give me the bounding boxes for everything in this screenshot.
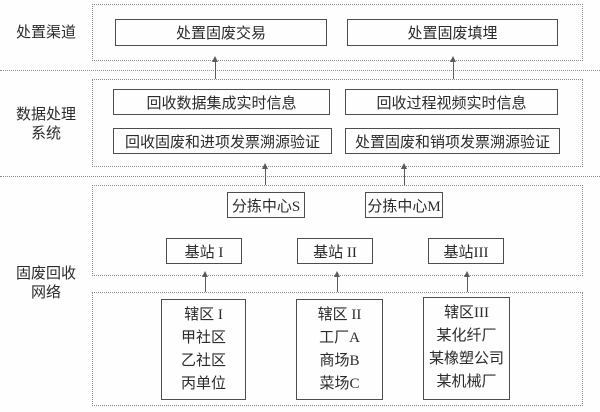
district-item: 某橡塑公司 [428,351,504,367]
district-items: 甲社区 乙社区 丙单位 [162,327,245,396]
node-district-1: 辖区 I 甲社区 乙社区 丙单位 [161,299,246,400]
district-item: 某机械厂 [436,374,497,390]
arrow-head [262,163,268,169]
arrow-shaft [205,275,206,292]
node-district-3: 辖区III 某化纤厂 某橡塑公司 某机械厂 [423,297,510,400]
data-processing-band [92,79,583,167]
district-title: 辖区 II [317,307,362,323]
arrow-shaft [467,275,468,292]
arrow-head [450,56,456,62]
arrow-up-icon [450,56,457,79]
node-base-station-3: 基站III [428,238,504,264]
arrow-shaft [265,167,266,185]
arrow-head [464,271,470,277]
arrow-up-icon [212,56,219,79]
disposal-channel-band [92,4,583,61]
side-label-text: 处置渠道 [15,25,76,41]
arrow-shaft [337,275,338,292]
side-label-recycling-network: 固废回收 网络 [0,265,92,303]
district-item: 某化纤厂 [436,328,497,344]
district-item: 甲社区 [180,330,226,346]
side-label-text-line1: 数据处理 [15,107,76,123]
district-items: 工厂A 商场B 菜场C [297,327,382,396]
node-recycle-invoice-trace: 回收固废和进项发票溯源验证 [113,128,332,154]
district-items: 某化纤厂 某橡塑公司 某机械厂 [424,325,509,394]
arrow-up-icon [262,163,269,185]
district-item: 乙社区 [180,353,226,369]
node-base-station-2: 基站 II [297,238,373,264]
arrow-head [401,163,407,169]
side-label-text-line2: 系统 [30,126,61,142]
side-label-text-line2: 网络 [30,285,61,301]
node-sorting-center-s: 分拣中心S [227,192,305,218]
arrow-up-icon [401,163,408,185]
arrow-up-icon [334,271,341,292]
node-disposal-landfill: 处置固废填埋 [347,19,558,46]
separator-line-1 [0,70,600,71]
district-title: 辖区 I [184,307,223,323]
node-district-2: 辖区 II 工厂A 商场B 菜场C [296,299,383,400]
arrow-up-icon [202,271,209,292]
arrow-shaft [215,60,216,79]
arrow-head [212,56,218,62]
arrow-head [202,271,208,277]
arrow-shaft [404,167,405,185]
district-item: 丙单位 [180,376,226,392]
arrow-up-icon [464,271,471,292]
separator-line-2 [0,176,600,177]
side-label-text-line1: 固废回收 [15,266,76,282]
side-label-data-processing: 数据处理 系统 [0,106,92,144]
side-label-disposal-channel: 处置渠道 [0,24,92,43]
district-item: 工厂A [319,330,360,346]
arrow-shaft [453,60,454,79]
arrow-head [334,271,340,277]
node-disposal-invoice-trace: 处置固废和销项发票溯源验证 [345,128,560,154]
node-disposal-trade: 处置固废交易 [115,19,327,46]
node-sorting-center-m: 分拣中心M [365,192,443,218]
district-item: 菜场C [319,376,360,392]
districts-band [92,292,583,406]
node-recycle-video-info: 回收过程视频实时信息 [345,89,558,115]
node-recycle-data-info: 回收数据集成实时信息 [113,89,330,115]
district-title: 辖区III [444,305,489,321]
district-item: 商场B [319,353,360,369]
node-base-station-1: 基站 I [166,238,242,264]
